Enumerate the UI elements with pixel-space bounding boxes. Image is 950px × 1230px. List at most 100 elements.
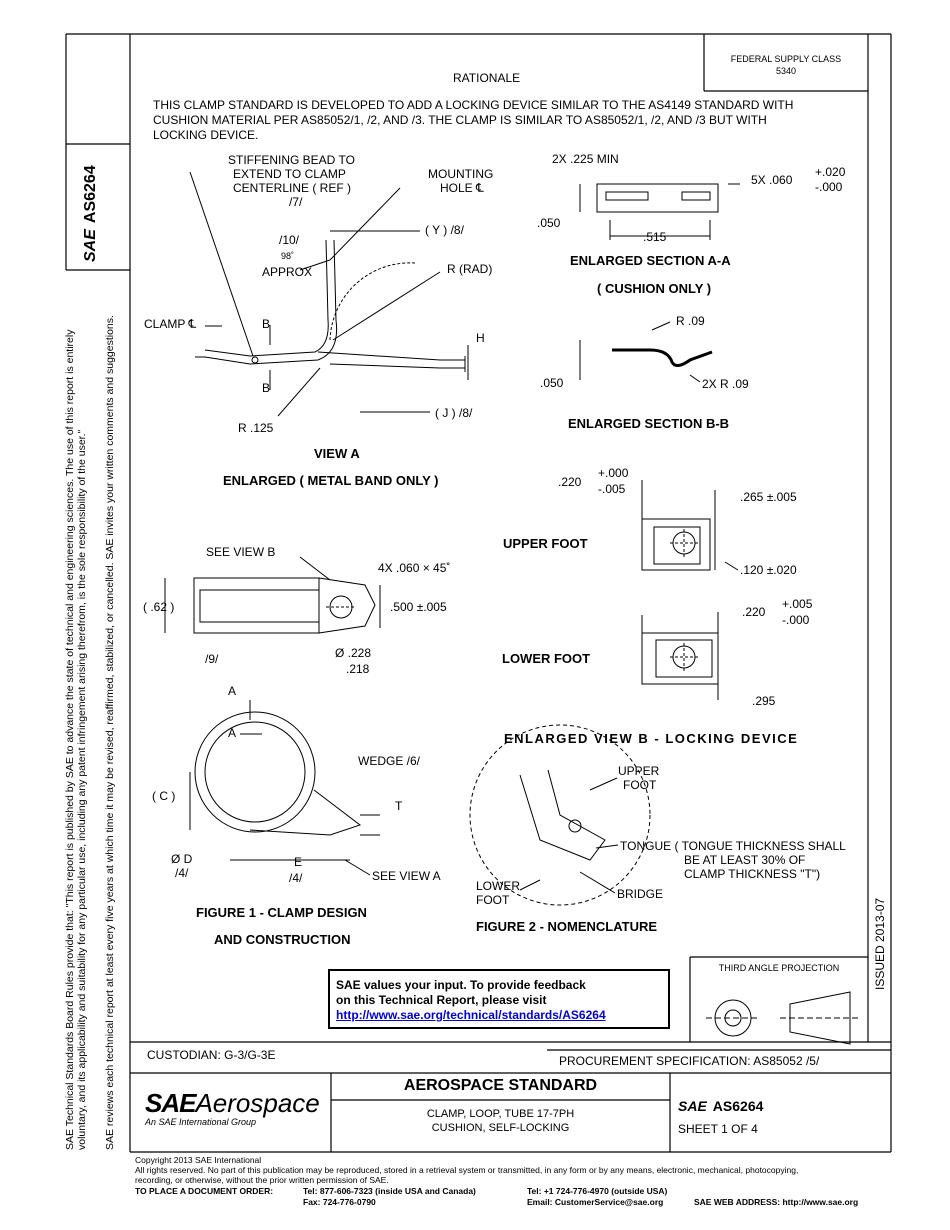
nom-upper: UPPER — [618, 764, 660, 778]
mounting-label: MOUNTING — [428, 167, 494, 181]
lf-tol-plus: +.005 — [782, 597, 813, 611]
bb-050: .050 — [540, 376, 564, 390]
view-a-title: VIEW A — [314, 446, 360, 461]
dim-500: .500 ±.005 — [390, 600, 447, 614]
stiffening-label-2: EXTEND TO CLAMP — [233, 167, 346, 181]
tel-inside-usa: Tel: 877-606-7323 (inside USA and Canada… — [303, 1186, 476, 1196]
copyright: Copyright 2013 SAE International — [135, 1155, 262, 1165]
e-note: /4/ — [289, 871, 303, 885]
rationale-line-3: LOCKING DEVICE. — [153, 128, 259, 142]
d-dimension: Ø D — [171, 852, 193, 866]
sec-5x-label: 5X .060 — [751, 173, 793, 187]
email: Email: CustomerService@sae.org — [527, 1197, 664, 1207]
doc-title: AEROSPACE STANDARD — [403, 1077, 598, 1094]
a-bottom: A — [228, 726, 237, 740]
view-b-title: ENLARGED VIEW B - LOCKING DEVICE — [504, 731, 799, 746]
see-view-a: SEE VIEW A — [372, 869, 441, 883]
sec-2x-label: 2X .225 MIN — [552, 152, 619, 166]
rationale-line-2: CUSHION MATERIAL PER AS85052/1, /2, AND … — [153, 113, 767, 127]
cushion-only-title: ( CUSHION ONLY ) — [597, 281, 712, 296]
stiffening-label: STIFFENING BEAD TO — [228, 153, 355, 167]
bb-2x: 2X R .09 — [702, 377, 749, 391]
figure-2-title: FIGURE 2 - NOMENCLATURE — [476, 919, 658, 934]
rights-line-1: All rights reserved. No part of this pub… — [135, 1165, 799, 1175]
enlarged-metal-title: ENLARGED ( METAL BAND ONLY ) — [223, 473, 439, 488]
angle-value: 98˚ — [281, 251, 295, 261]
stiffening-note: /7/ — [289, 195, 303, 209]
wedge-label: WEDGE /6/ — [358, 754, 421, 768]
rights-line-2: recording, or otherwise, without the pri… — [135, 1175, 389, 1185]
note-9: /9/ — [205, 652, 219, 666]
sec-tol-minus: -.000 — [815, 180, 843, 194]
chamfer-label: 4X .060 × 45˚ — [378, 561, 451, 575]
doc-desc-1: CLAMP, LOOP, TUBE 17-7PH — [426, 1108, 575, 1120]
projection-label: THIRD ANGLE PROJECTION — [718, 963, 840, 973]
rationale-title: RATIONALE — [453, 71, 521, 85]
upper-foot-title: UPPER FOOT — [503, 536, 588, 551]
lf-295: .295 — [752, 694, 776, 708]
order-label: TO PLACE A DOCUMENT ORDER: — [135, 1186, 274, 1196]
e-dimension: E — [294, 855, 303, 869]
mounting-label-2: HOLE ℄ — [440, 181, 484, 195]
dia-228: Ø .228 — [335, 646, 372, 660]
rationale-line-1: THIS CLAMP STANDARD IS DEVELOPED TO ADD … — [153, 98, 794, 112]
section-b-top: B — [262, 317, 271, 331]
clamp-centerline: CLAMP ℄ — [144, 317, 197, 331]
uf-120: .120 ±.020 — [740, 563, 797, 577]
sae-aerospace-logo: SAEAerospace An SAE International Group — [145, 1088, 320, 1127]
supply-class-label: FEDERAL SUPPLY CLASS — [730, 54, 842, 64]
issued-date: ISSUED 2013-07 — [873, 897, 887, 990]
procurement-spec: PROCUREMENT SPECIFICATION: AS85052 /5/ — [559, 1054, 820, 1068]
uf-265: .265 ±.005 — [740, 490, 797, 504]
uf-tol-plus: +.000 — [598, 466, 629, 480]
d-note: /4/ — [175, 866, 189, 880]
y-dimension: ( Y ) /8/ — [425, 223, 464, 237]
doc-desc-2: CUSHION, SELF-LOCKING — [431, 1122, 570, 1134]
web-address: SAE WEB ADDRESS: http://www.sae.org — [694, 1197, 859, 1207]
tongue-label: TONGUE ( TONGUE THICKNESS SHALL — [620, 839, 846, 853]
custodian: CUSTODIAN: G-3/G-3E — [147, 1048, 276, 1062]
lower-foot-title: LOWER FOOT — [502, 651, 591, 666]
side-notice-1: SAE Technical Standards Board Rules prov… — [64, 329, 88, 1150]
dim-62: ( .62 ) — [143, 600, 175, 614]
side-doc-number: SAEAS6264 — [82, 165, 99, 262]
bb-r09: R .09 — [676, 314, 705, 328]
section-b-bottom: B — [262, 381, 271, 395]
uf-220: .220 — [558, 475, 582, 489]
r-rad-label: R (RAD) — [447, 262, 493, 276]
r125-label: R .125 — [238, 421, 274, 435]
feedback-line-2: on this Technical Report, please visit — [336, 993, 547, 1007]
sec-050: .050 — [537, 216, 561, 230]
angle-note: /10/ — [279, 233, 300, 247]
tongue-label-2: BE AT LEAST 30% OF — [684, 853, 806, 867]
sheet-number: SHEET 1 OF 4 — [678, 1122, 758, 1136]
bridge-label: BRIDGE — [617, 887, 664, 901]
feedback-link[interactable]: http://www.sae.org/technical/standards/A… — [336, 1008, 606, 1022]
stiffening-label-3: CENTERLINE ( REF ) — [233, 181, 352, 195]
lf-220: .220 — [742, 605, 766, 619]
figure-1-title: FIGURE 1 - CLAMP DESIGN — [196, 905, 367, 920]
h-dimension: H — [476, 331, 485, 345]
lf-tol-minus: -.000 — [782, 613, 810, 627]
a-top: A — [228, 684, 237, 698]
dia-218: .218 — [346, 662, 370, 676]
c-dimension: ( C ) — [152, 789, 176, 803]
nom-upper-foot: FOOT — [623, 778, 657, 792]
supply-class-value: 5340 — [775, 66, 797, 76]
fax: Fax: 724-776-0790 — [303, 1197, 376, 1207]
nom-lower: LOWER — [476, 879, 521, 893]
nom-lower-foot: FOOT — [476, 893, 510, 907]
angle-approx: APPROX — [262, 265, 313, 279]
section-bb-title: ENLARGED SECTION B-B — [568, 416, 730, 431]
see-view-b: SEE VIEW B — [206, 545, 276, 559]
tongue-label-3: CLAMP THICKNESS "T") — [684, 867, 821, 881]
section-aa-title: ENLARGED SECTION A-A — [570, 253, 731, 268]
feedback-line-1: SAE values your input. To provide feedba… — [336, 978, 586, 992]
sec-tol-plus: +.020 — [815, 165, 846, 179]
t-dimension: T — [395, 799, 403, 813]
tel-outside-usa: Tel: +1 724-776-4970 (outside USA) — [527, 1186, 668, 1196]
sec-515: .515 — [643, 230, 667, 244]
